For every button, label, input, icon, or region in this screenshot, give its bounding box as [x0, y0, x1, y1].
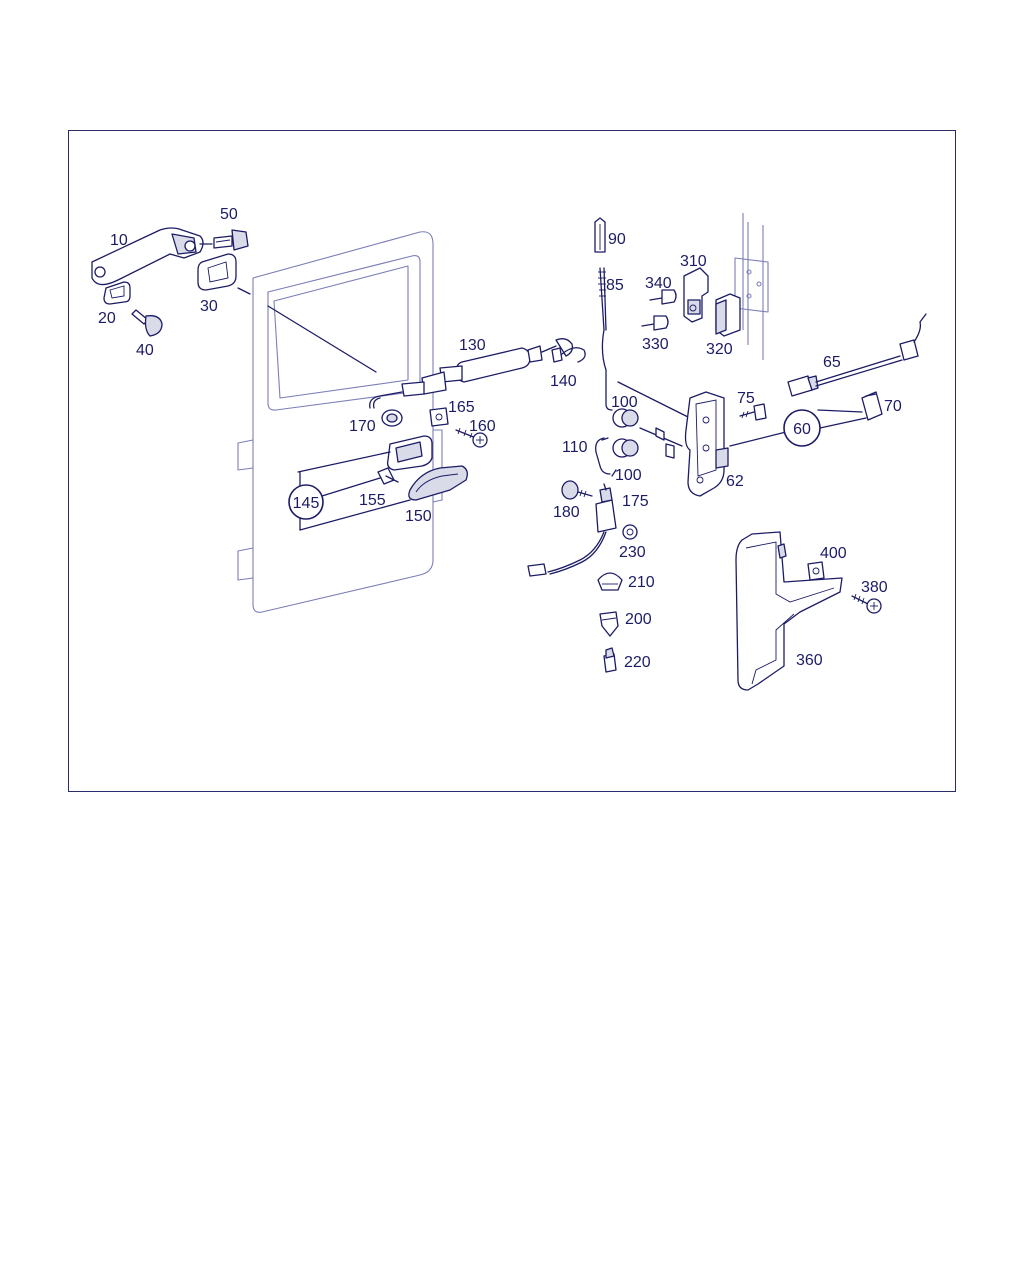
- callout-60: 60: [783, 409, 821, 447]
- bracket-320: [715, 293, 741, 337]
- label-100-upper: 100: [611, 394, 638, 411]
- label-140: 140: [550, 373, 577, 390]
- label-150: 150: [405, 508, 432, 525]
- bolt-75: [739, 403, 767, 421]
- screw-160: [455, 427, 488, 448]
- label-200: 200: [625, 611, 652, 628]
- label-210: 210: [628, 574, 655, 591]
- rod-90-cap: [594, 217, 606, 253]
- inner-handle-escutcheon: [386, 435, 433, 471]
- bushing-100-upper: [612, 408, 639, 428]
- label-230: 230: [619, 544, 646, 561]
- label-180: 180: [553, 504, 580, 521]
- clip-140: [551, 347, 586, 363]
- door-pillar-hinge: [734, 213, 769, 360]
- label-380: 380: [861, 579, 888, 596]
- label-310: 310: [680, 253, 707, 270]
- bolt-40: [131, 309, 163, 337]
- nut-400: [807, 561, 825, 581]
- label-360: 360: [796, 652, 823, 669]
- label-400: 400: [820, 545, 847, 562]
- bolt-340: [649, 289, 677, 305]
- label-100-lower: 100: [615, 467, 642, 484]
- label-175: 175: [622, 493, 649, 510]
- bolt-180: [561, 480, 593, 500]
- trim-panel-360: [735, 531, 843, 691]
- label-70: 70: [884, 398, 902, 415]
- plug-220: [603, 647, 617, 673]
- ring-230: [622, 524, 638, 540]
- label-165: 165: [448, 399, 475, 416]
- label-220: 220: [624, 654, 651, 671]
- label-30: 30: [200, 298, 218, 315]
- label-145: 145: [293, 495, 320, 512]
- callout-145: 145: [288, 484, 324, 520]
- label-320: 320: [706, 341, 733, 358]
- microswitch-175: [527, 483, 617, 577]
- label-75: 75: [737, 390, 755, 407]
- gasket-30: [197, 253, 237, 291]
- clip-165: [429, 407, 449, 427]
- grommet-200: [599, 611, 619, 637]
- label-170: 170: [349, 418, 376, 435]
- bushing-100-lower: [612, 438, 639, 458]
- label-65: 65: [823, 354, 841, 371]
- rod-110: [595, 437, 617, 477]
- outer-door-handle: [91, 227, 213, 286]
- door-lock-62: [684, 391, 729, 497]
- label-60: 60: [793, 421, 811, 438]
- label-330: 330: [642, 336, 669, 353]
- label-340: 340: [645, 275, 672, 292]
- label-155: 155: [359, 492, 386, 509]
- label-50: 50: [220, 206, 238, 223]
- clip-70: [861, 391, 883, 421]
- screw-50: [213, 229, 249, 251]
- screw-380: [851, 593, 882, 614]
- label-10: 10: [110, 232, 128, 249]
- door-outline: [237, 231, 443, 613]
- label-110: 110: [562, 439, 588, 456]
- cap-210: [597, 572, 623, 591]
- striker-310: [683, 267, 709, 323]
- rod-130: [369, 338, 574, 409]
- label-62: 62: [726, 473, 744, 490]
- bushing-170: [372, 397, 403, 427]
- label-40: 40: [136, 342, 154, 359]
- gasket-20: [103, 281, 131, 305]
- label-20: 20: [98, 310, 116, 327]
- bolt-330: [641, 315, 669, 331]
- label-130: 130: [459, 337, 486, 354]
- rod-85: [598, 267, 613, 411]
- label-90: 90: [608, 231, 626, 248]
- clip-155: [377, 467, 399, 485]
- connector-65: [787, 313, 927, 397]
- label-160: 160: [469, 418, 496, 435]
- label-85: 85: [606, 277, 624, 294]
- inner-handle-150: [408, 465, 468, 501]
